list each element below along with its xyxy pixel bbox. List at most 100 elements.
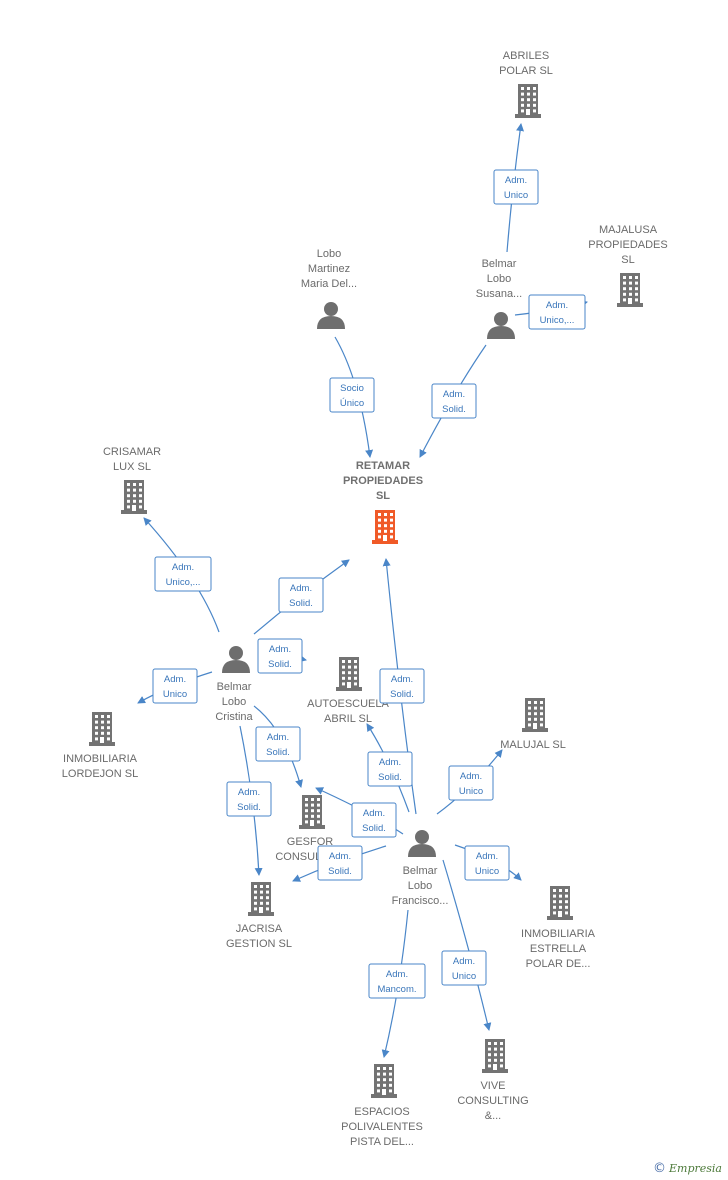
building-window: [527, 87, 530, 90]
building-window: [389, 1067, 392, 1070]
building-icon[interactable]: [482, 1039, 508, 1073]
building-window: [378, 518, 381, 522]
building-icon[interactable]: [336, 657, 362, 691]
building-icon[interactable]: [617, 273, 643, 307]
person-icon[interactable]: [487, 312, 515, 339]
building-base: [299, 825, 325, 829]
edge-label-text: Adm.: [443, 389, 465, 400]
edge-label-cristina-to-lordejon[interactable]: Adm.Unico: [152, 668, 198, 704]
building-window: [377, 1089, 380, 1093]
building-window: [623, 281, 626, 285]
edge-label-cristina-to-jacrisa[interactable]: Adm.Solid.: [226, 781, 272, 817]
node-label: ABRIL SL: [324, 713, 372, 725]
building-icon[interactable]: [515, 84, 541, 118]
building-window: [553, 889, 556, 892]
person-icon[interactable]: [317, 302, 345, 329]
edge-label-francisco-to-vive[interactable]: Adm.Unico: [441, 950, 487, 986]
edge-label-box: [154, 556, 212, 592]
node-autoescuela[interactable]: AUTOESCUELA ABRIL SL: [307, 657, 390, 725]
node-malujal[interactable]: MALUJAL SL: [500, 698, 566, 751]
edge-label-francisco-to-estrella[interactable]: Adm.Unico: [464, 845, 510, 881]
building-window: [133, 499, 136, 503]
node-label: AUTOESCUELA: [307, 698, 389, 710]
building-icon[interactable]: [89, 712, 115, 746]
building-base: [617, 303, 643, 307]
edge-label-francisco-to-retamar[interactable]: Adm.Solid.: [379, 668, 425, 704]
building-window: [260, 901, 263, 905]
building-window: [266, 885, 269, 888]
edge-label-cristina-to-retamar[interactable]: Adm.Solid.: [278, 577, 324, 613]
building-window: [139, 494, 142, 498]
building-window: [254, 896, 257, 900]
node-label: MALUJAL SL: [500, 739, 566, 751]
person-body: [408, 844, 436, 857]
node-label: Francisco...: [392, 895, 449, 907]
building-window: [521, 87, 524, 90]
person-head: [229, 646, 243, 660]
person-icon[interactable]: [222, 646, 250, 673]
building-icon[interactable]: [121, 480, 147, 514]
building-window: [254, 885, 257, 888]
building-window: [139, 483, 142, 486]
building-window: [534, 712, 537, 716]
building-icon[interactable]: [248, 882, 274, 916]
edge-label-francisco-to-malujal[interactable]: Adm.Unico: [448, 765, 494, 801]
edge-label-box: [379, 668, 425, 704]
edge-label-susana-to-retamar[interactable]: Adm.Solid.: [431, 383, 477, 419]
edge-label-cristina-to-autoescuela[interactable]: Adm.Solid.: [257, 638, 303, 674]
building-window: [127, 505, 130, 509]
person-icon[interactable]: [408, 830, 436, 857]
edge-label-cristina-to-crisamar[interactable]: Adm.Unico,...: [154, 556, 212, 592]
building-window: [623, 287, 626, 291]
node-label: &...: [485, 1110, 502, 1122]
building-window: [540, 706, 543, 710]
edge-label-francisco-to-autoescuela[interactable]: Adm.Solid.: [367, 751, 413, 787]
edge-francisco-to-vive: [442, 859, 492, 1031]
node-vive[interactable]: VIVECONSULTING&...: [457, 1039, 529, 1122]
building-window: [629, 287, 632, 291]
building-icon[interactable]: [299, 795, 325, 829]
building-window: [139, 488, 142, 492]
edge-label-francisco-to-jacrisa[interactable]: Adm.Solid.: [317, 845, 363, 881]
edge-label-francisco-to-espacios[interactable]: Adm.Mancom.: [368, 963, 426, 999]
building-icon[interactable]: [547, 886, 573, 920]
building-window: [95, 720, 98, 724]
building-window: [528, 723, 531, 727]
edge-label-cristina-to-gesfor[interactable]: Adm.Solid.: [255, 726, 301, 762]
node-francisco[interactable]: BelmarLoboFrancisco...: [392, 830, 449, 907]
footer-brand[interactable]: ©Empresia: [653, 1161, 722, 1176]
building-icon[interactable]: [371, 1064, 397, 1098]
edge-label-text: Adm.: [290, 583, 312, 594]
node-label: RETAMAR: [356, 460, 410, 472]
building-window: [377, 1078, 380, 1082]
node-label: POLAR DE...: [526, 958, 591, 970]
edge-label-francisco-to-gesfor[interactable]: Adm.Solid.: [351, 802, 397, 838]
building-icon[interactable]: [522, 698, 548, 732]
edge-label-box: [226, 781, 272, 817]
building-window: [488, 1053, 491, 1057]
edge-label-susana-to-abriles[interactable]: Adm.Unico: [493, 169, 539, 205]
edge-label-susana-to-majalusa[interactable]: Adm.Unico,...: [528, 294, 586, 330]
building-window: [254, 890, 257, 894]
building-window: [305, 820, 308, 824]
building-door: [310, 820, 314, 826]
building-window: [317, 803, 320, 807]
edge-label-text: Unico: [475, 866, 499, 877]
building-window: [565, 911, 568, 915]
node-label: ESTRELLA: [530, 943, 587, 955]
node-susana[interactable]: BelmarLoboSusana...: [476, 258, 522, 339]
main-company-building-icon[interactable]: [372, 510, 398, 544]
building-window: [635, 287, 638, 291]
edge-label-text: Unico: [452, 971, 476, 982]
